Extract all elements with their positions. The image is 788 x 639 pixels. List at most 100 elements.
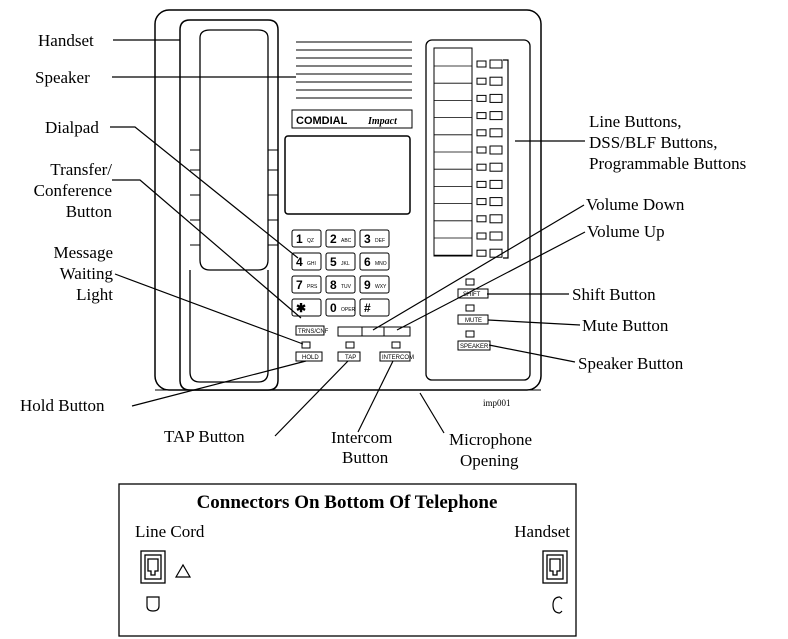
label-intercom-1: Intercom xyxy=(331,428,392,447)
dialpad-key-2[interactable]: 2 ABC xyxy=(325,229,356,248)
dialpad-key-letters: QZ xyxy=(307,238,314,244)
label-hold: Hold Button xyxy=(20,396,105,415)
hold-key-label: HOLD xyxy=(302,355,319,361)
line-button[interactable] xyxy=(489,197,503,207)
message-waiting-light xyxy=(301,341,311,349)
label-mwl-3: Light xyxy=(76,285,113,304)
label-line-2: DSS/BLF Buttons, xyxy=(589,133,718,152)
line-button[interactable] xyxy=(489,59,503,69)
speaker-key-label: SPEAKER xyxy=(460,344,489,350)
transfer-conference-button[interactable] xyxy=(295,325,325,336)
dialpad-key-3[interactable]: 3 DEF xyxy=(359,229,390,248)
dialpad-key-1[interactable]: 1 QZ xyxy=(291,229,322,248)
dialpad-key-digit: 8 xyxy=(330,278,337,292)
speaker-light xyxy=(465,330,475,338)
line-button[interactable] xyxy=(489,128,503,138)
dialpad-key-letters: PRS xyxy=(307,284,318,290)
volume-bar xyxy=(337,326,411,337)
connectors-panel xyxy=(118,483,577,637)
line-button[interactable] xyxy=(489,111,503,121)
leader-lines xyxy=(110,39,586,437)
label-mwl-1: Message xyxy=(54,243,113,262)
label-handset: Handset xyxy=(38,31,94,50)
dialpad-key-digit: 2 xyxy=(330,232,337,246)
brand-plate xyxy=(291,109,413,129)
line-cord-symbol-icon xyxy=(146,596,160,612)
dialpad-key-digit: 6 xyxy=(364,255,371,269)
intercom-light xyxy=(391,341,401,349)
line-button-led xyxy=(476,60,487,68)
label-transfer-2: Conference xyxy=(34,181,112,200)
figure-id: imp001 xyxy=(483,398,511,408)
label-mute: Mute Button xyxy=(582,316,669,335)
dialpad-key-digit: 5 xyxy=(330,255,337,269)
dialpad-key-letters: WXY xyxy=(375,284,387,290)
handset-symbol-icon xyxy=(552,596,563,614)
line-button-led xyxy=(476,146,487,154)
label-volume-down: Volume Down xyxy=(586,195,685,214)
line-button[interactable] xyxy=(489,76,503,86)
label-mwl-2: Waiting xyxy=(60,264,114,283)
label-tap: TAP Button xyxy=(164,427,245,446)
line-button[interactable] xyxy=(489,214,503,224)
label-volume-up: Volume Up xyxy=(587,222,665,241)
shift-light xyxy=(465,278,475,286)
shift-key-label: SHIFT xyxy=(463,292,481,298)
dialpad-key-letters: MNO xyxy=(375,261,387,267)
line-button-led xyxy=(476,94,487,102)
tap-button[interactable] xyxy=(337,351,361,362)
dialpad-key-letters: ABC xyxy=(341,238,352,244)
speaker-grille xyxy=(296,41,412,99)
line-buttons-bracket xyxy=(503,59,509,259)
line-button[interactable] xyxy=(489,93,503,103)
line-button[interactable] xyxy=(489,179,503,189)
label-shift: Shift Button xyxy=(572,285,656,304)
mute-light xyxy=(465,304,475,312)
transfer-conference-key-label: TRNS/CNF xyxy=(298,329,329,335)
label-transfer-3: Button xyxy=(66,202,113,221)
mute-button[interactable] xyxy=(457,314,489,325)
dialpad-key-letters: DEF xyxy=(375,238,385,244)
label-mic-1: Microphone xyxy=(449,430,532,449)
label-dialpad: Dialpad xyxy=(45,118,99,137)
dialpad-key-10[interactable]: ✱ xyxy=(291,298,322,317)
dialpad-key-letters: OPER xyxy=(341,307,356,313)
line-button[interactable] xyxy=(489,145,503,155)
line-button-led xyxy=(476,215,487,223)
dialpad-key-digit: ✱ xyxy=(296,301,306,315)
brand-model: Impact xyxy=(367,116,398,127)
label-transfer-1: Transfer/ xyxy=(50,160,112,179)
line-button[interactable] xyxy=(489,162,503,172)
handset-graphic xyxy=(179,19,279,391)
line-button-led xyxy=(476,249,487,257)
label-speaker: Speaker xyxy=(35,68,90,87)
dialpad-key-digit: 1 xyxy=(296,232,303,246)
dialpad-key-digit: 3 xyxy=(364,232,371,246)
line-button[interactable] xyxy=(489,231,503,241)
hold-button[interactable] xyxy=(295,351,323,362)
connectors-handset-label: Handset xyxy=(514,522,570,541)
label-line-3: Programmable Buttons xyxy=(589,154,746,173)
line-button-led xyxy=(476,232,487,240)
dialpad-key-6[interactable]: 6 MNO xyxy=(359,252,390,271)
tap-key-label: TAP xyxy=(345,355,356,361)
line-button[interactable] xyxy=(489,248,503,258)
line-button-led xyxy=(476,163,487,171)
line-button-led xyxy=(476,129,487,137)
dialpad-key-12[interactable]: # xyxy=(359,298,390,317)
connectors-title: Connectors On Bottom Of Telephone xyxy=(197,492,498,513)
label-intercom-2: Button xyxy=(342,448,389,467)
line-button-led xyxy=(476,112,487,120)
intercom-button[interactable] xyxy=(379,351,411,362)
handset-jack-icon xyxy=(542,550,568,584)
lcd-display xyxy=(284,135,411,215)
connectors-line-cord-label: Line Cord xyxy=(135,522,205,541)
